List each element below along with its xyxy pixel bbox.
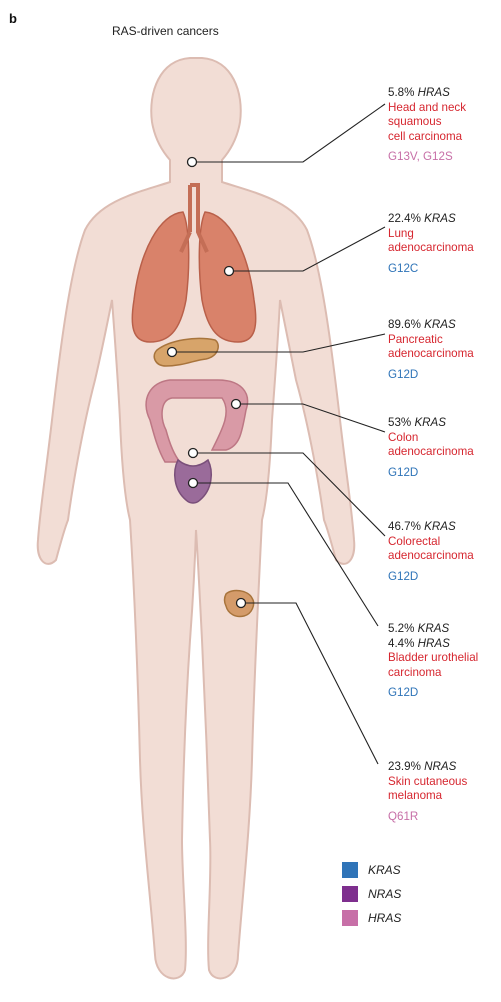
marker-dot-rectum xyxy=(189,449,198,458)
gene-name: KRAS xyxy=(424,520,456,533)
gene-name: NRAS xyxy=(424,760,456,773)
legend-swatch xyxy=(342,910,358,926)
cancer-type-line: adenocarcinoma xyxy=(388,549,501,564)
mutation-frequency: 22.4% KRAS xyxy=(388,212,501,227)
cancer-type-line: adenocarcinoma xyxy=(388,445,501,460)
gene-name: HRAS xyxy=(418,637,450,650)
cancer-type-line: Colorectal xyxy=(388,535,501,550)
cancer-type-line: adenocarcinoma xyxy=(388,347,501,362)
frequency-value: 5.8% xyxy=(388,86,414,99)
mutation-frequency: 5.8% HRAS xyxy=(388,86,501,101)
cancer-type-line: cell carcinoma xyxy=(388,130,501,145)
gene-name: HRAS xyxy=(418,86,450,99)
gene-name: KRAS xyxy=(424,212,456,225)
frequency-value: 89.6% xyxy=(388,318,421,331)
mutation-frequency: 46.7% KRAS xyxy=(388,520,501,535)
cancer-type-line: Head and neck xyxy=(388,101,501,116)
cancer-type-line: Lung xyxy=(388,227,501,242)
mutation-variant: G12D xyxy=(388,570,501,585)
mutation-variant: G12D xyxy=(388,368,501,383)
mutation-variant: G12C xyxy=(388,262,501,277)
frequency-value: 53% xyxy=(388,416,411,429)
mutation-frequency: 5.2% KRAS xyxy=(388,622,501,637)
marker-dot-pancreas xyxy=(168,348,177,357)
cancer-type-line: squamous xyxy=(388,115,501,130)
mutation-variant: Q61R xyxy=(388,810,501,825)
legend-swatch xyxy=(342,862,358,878)
frequency-value: 5.2% xyxy=(388,622,414,635)
frequency-value: 4.4% xyxy=(388,637,414,650)
mutation-variant: G12D xyxy=(388,686,501,701)
mutation-frequency: 23.9% NRAS xyxy=(388,760,501,775)
frequency-value: 23.9% xyxy=(388,760,421,773)
mutation-frequency: 89.6% KRAS xyxy=(388,318,501,333)
marker-dot-colon xyxy=(232,400,241,409)
gene-name: KRAS xyxy=(414,416,446,429)
cancer-type-line: carcinoma xyxy=(388,666,501,681)
cancer-type-line: melanoma xyxy=(388,789,501,804)
cancer-type-line: Skin cutaneous xyxy=(388,775,501,790)
gene-name: KRAS xyxy=(418,622,450,635)
legend-swatch xyxy=(342,886,358,902)
mutation-variant: G12D xyxy=(388,466,501,481)
legend-label: NRAS xyxy=(368,887,401,901)
leader-line-skin xyxy=(241,603,378,764)
legend-label: HRAS xyxy=(368,911,401,925)
cancer-type-line: adenocarcinoma xyxy=(388,241,501,256)
cancer-type-line: Bladder urothelial xyxy=(388,651,501,666)
marker-dot-skin xyxy=(237,599,246,608)
cancer-type-line: Colon xyxy=(388,431,501,446)
cancer-type-line: Pancreatic xyxy=(388,333,501,348)
legend-label: KRAS xyxy=(368,863,401,877)
frequency-value: 46.7% xyxy=(388,520,421,533)
mutation-frequency: 4.4% HRAS xyxy=(388,637,501,652)
marker-dot-lung xyxy=(225,267,234,276)
mutation-variant: G13V, G12S xyxy=(388,150,501,165)
marker-dot-neck xyxy=(188,158,197,167)
marker-dot-bladder xyxy=(189,479,198,488)
frequency-value: 22.4% xyxy=(388,212,421,225)
mutation-frequency: 53% KRAS xyxy=(388,416,501,431)
gene-name: KRAS xyxy=(424,318,456,331)
